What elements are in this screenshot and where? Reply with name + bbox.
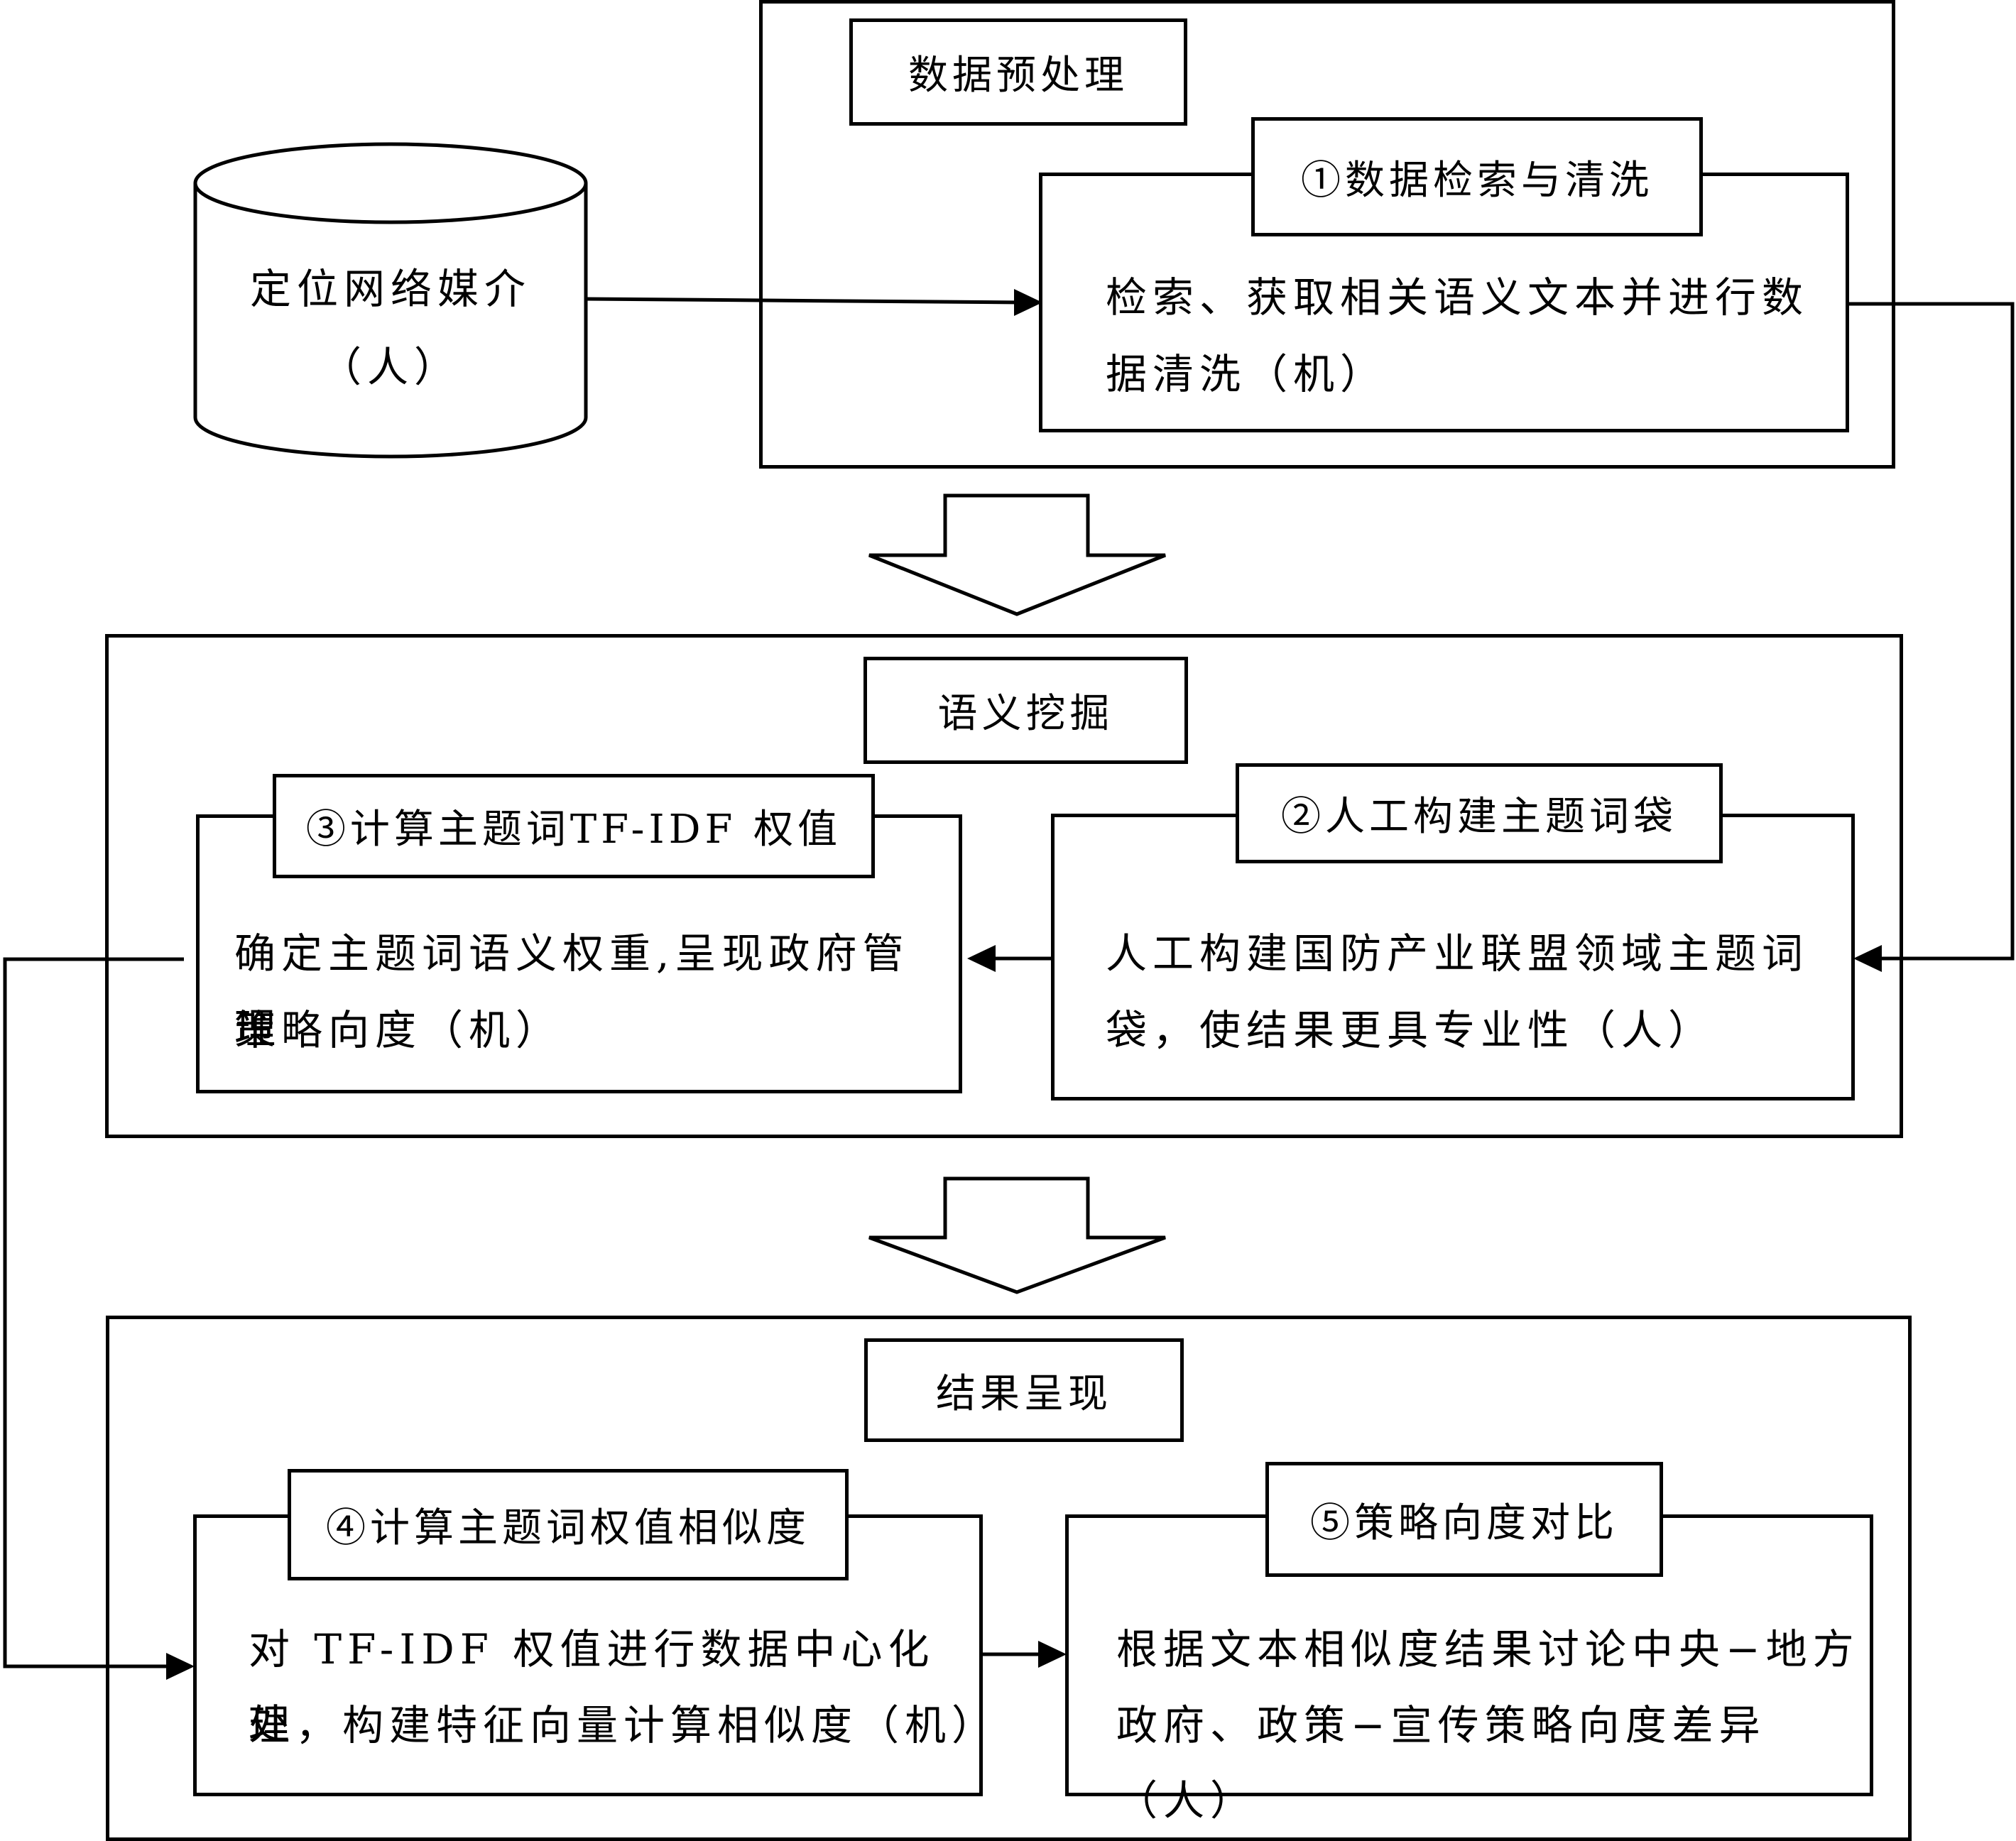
stage-result-frame <box>106 1316 1912 1841</box>
down-block-arrow-2-icon <box>868 1176 1166 1294</box>
arrow-step4-to-step5 <box>983 1641 1067 1668</box>
step4-line2: 理，构建特征向量计算相似度（机） <box>249 1701 999 1749</box>
arrow-step3-to-step4 <box>3 957 195 1680</box>
stage-preprocess-frame <box>759 0 1895 469</box>
step5-line2: 政府、政策−宣传策略向度差异（人） <box>1116 1701 1766 1825</box>
step5-line1: 根据文本相似度结果讨论中央−地方 <box>1116 1625 1860 1673</box>
step3-title: ③计算主题词TF-IDF 权值 <box>273 774 875 878</box>
step3-line2: 策略向度（机） <box>234 1006 563 1054</box>
stage-mining-title: 语义挖掘 <box>863 657 1188 764</box>
step1-title: ①数据检索与清洗 <box>1251 117 1703 236</box>
arrow-step1-to-step2 <box>1847 302 2015 972</box>
stage-mining-frame <box>105 634 1903 1138</box>
database-cylinder-icon <box>193 142 588 459</box>
step2-line2: 袋，使结果更具专业性（人） <box>1106 1006 1716 1054</box>
step4-line1: 对 TF-IDF 权值进行数据中心化处 <box>249 1625 935 1749</box>
source-note: （人） <box>320 343 461 391</box>
arrow-source-to-step1 <box>585 289 1042 316</box>
source-label: 定位网络媒介 <box>249 265 531 313</box>
stage-result-title: 结果呈现 <box>864 1338 1184 1442</box>
step1-line1: 检索、获取相关语义文本并进行数 <box>1106 273 1809 322</box>
arrow-step2-to-step3 <box>967 945 1051 972</box>
down-block-arrow-1-icon <box>868 493 1166 616</box>
step3-line1: 确定主题词语义权重,呈现政府管理 <box>234 929 910 1053</box>
step5-title: ⑤策略向度对比 <box>1265 1462 1663 1577</box>
step2-title: ②人工构建主题词袋 <box>1236 763 1723 863</box>
step1-line2: 据清洗（机） <box>1106 350 1388 398</box>
step2-line1: 人工构建国防产业联盟领域主题词 <box>1106 929 1809 978</box>
step4-title: ④计算主题词权值相似度 <box>288 1469 849 1580</box>
stage-preprocess-title: 数据预处理 <box>849 18 1187 126</box>
step1-box <box>1039 173 1849 432</box>
